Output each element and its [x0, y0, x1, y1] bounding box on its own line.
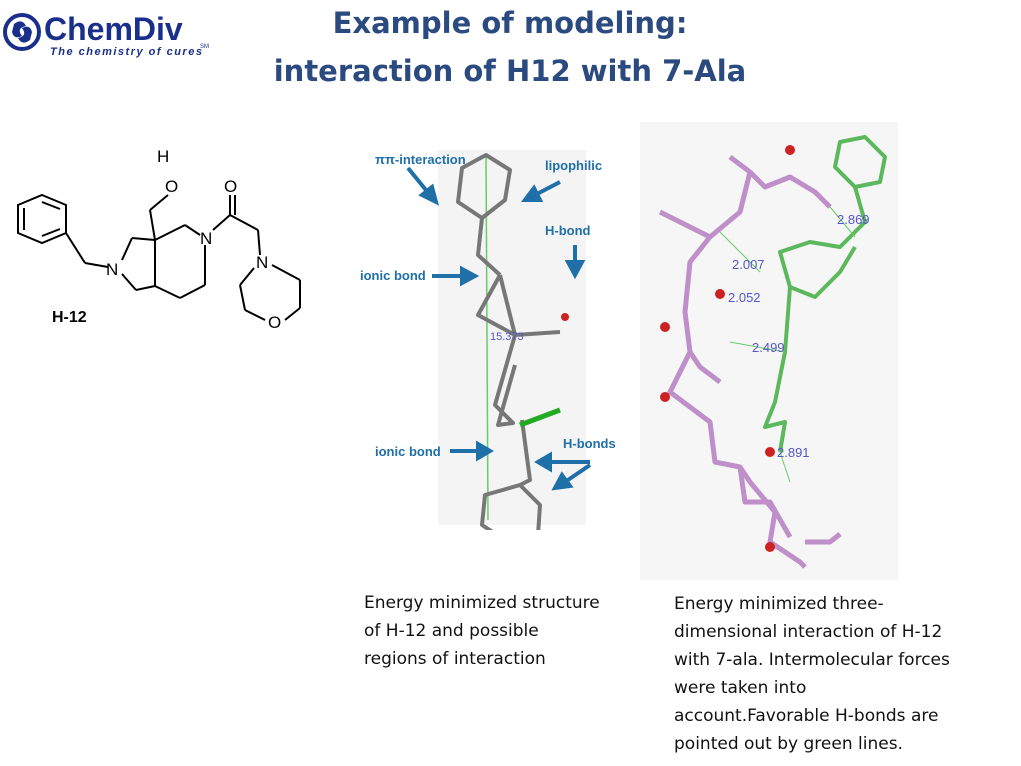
- caption-right-line: with 7-ala. Intermolecular forces: [674, 650, 950, 670]
- complex-figure: 2.869 2.007 2.052 2.499 2.891: [658, 135, 887, 569]
- atom-h: H: [157, 147, 169, 166]
- distance-1: 2.869: [837, 212, 870, 227]
- caption-right: Energy minimized three- dimensional inte…: [674, 590, 950, 758]
- distance-3: 2.052: [728, 290, 761, 305]
- atom-o-hydroxyl: O: [165, 177, 178, 196]
- caption-left-line: of H-12 and possible: [364, 621, 539, 641]
- logo-name: ChemDiv: [44, 11, 183, 47]
- arrow-icons: [406, 166, 592, 491]
- atom-n-pyrrolidine: N: [106, 260, 118, 279]
- h12-structure: H O O N N N O H-12: [17, 147, 301, 332]
- distance-4: 2.499: [752, 340, 785, 355]
- distance-5: 2.891: [777, 445, 810, 460]
- caption-right-line: account.Favorable H-bonds are: [674, 706, 939, 726]
- chemdiv-logo: ChemDiv The chemistry of cures SM: [2, 8, 237, 58]
- label-ionic-bond-2: ionic bond: [375, 444, 441, 459]
- atom-n-morpholine: N: [256, 253, 268, 272]
- distance-2: 2.007: [732, 257, 765, 272]
- title-line-1: Example of modeling:: [332, 6, 688, 40]
- caption-left-line: regions of interaction: [364, 649, 546, 669]
- minimized-structure-figure: 15.373 ππ-interaction lipophilic H-bond …: [360, 152, 616, 530]
- logo-tagline: The chemistry of cures: [50, 46, 203, 58]
- caption-right-line: Energy minimized three-: [674, 594, 884, 614]
- atom-n-amide: N: [200, 229, 212, 248]
- caption-left: Energy minimized structure of H-12 and p…: [364, 589, 600, 673]
- caption-right-line: pointed out by green lines.: [674, 734, 903, 754]
- title-line-2: interaction of H12 with 7-Ala: [273, 54, 747, 88]
- distance-label: 15.373: [490, 331, 524, 343]
- atom-o-carbonyl: O: [224, 177, 237, 196]
- label-h-bonds: H-bonds: [563, 436, 616, 451]
- label-h-bond: H-bond: [545, 223, 591, 238]
- caption-right-line: were taken into: [674, 678, 807, 698]
- logo-icon: ChemDiv The chemistry of cures SM: [3, 11, 209, 58]
- logo-mark: SM: [200, 44, 209, 50]
- label-lipophilic: lipophilic: [545, 158, 602, 173]
- caption-left-line: Energy minimized structure: [364, 593, 600, 613]
- label-ionic-bond-1: ionic bond: [360, 268, 426, 283]
- label-pi-interaction: ππ-interaction: [375, 152, 466, 167]
- structure-label: H-12: [52, 309, 87, 326]
- atom-o-morpholine: O: [268, 313, 281, 332]
- caption-right-line: dimensional interaction of H-12: [674, 622, 943, 642]
